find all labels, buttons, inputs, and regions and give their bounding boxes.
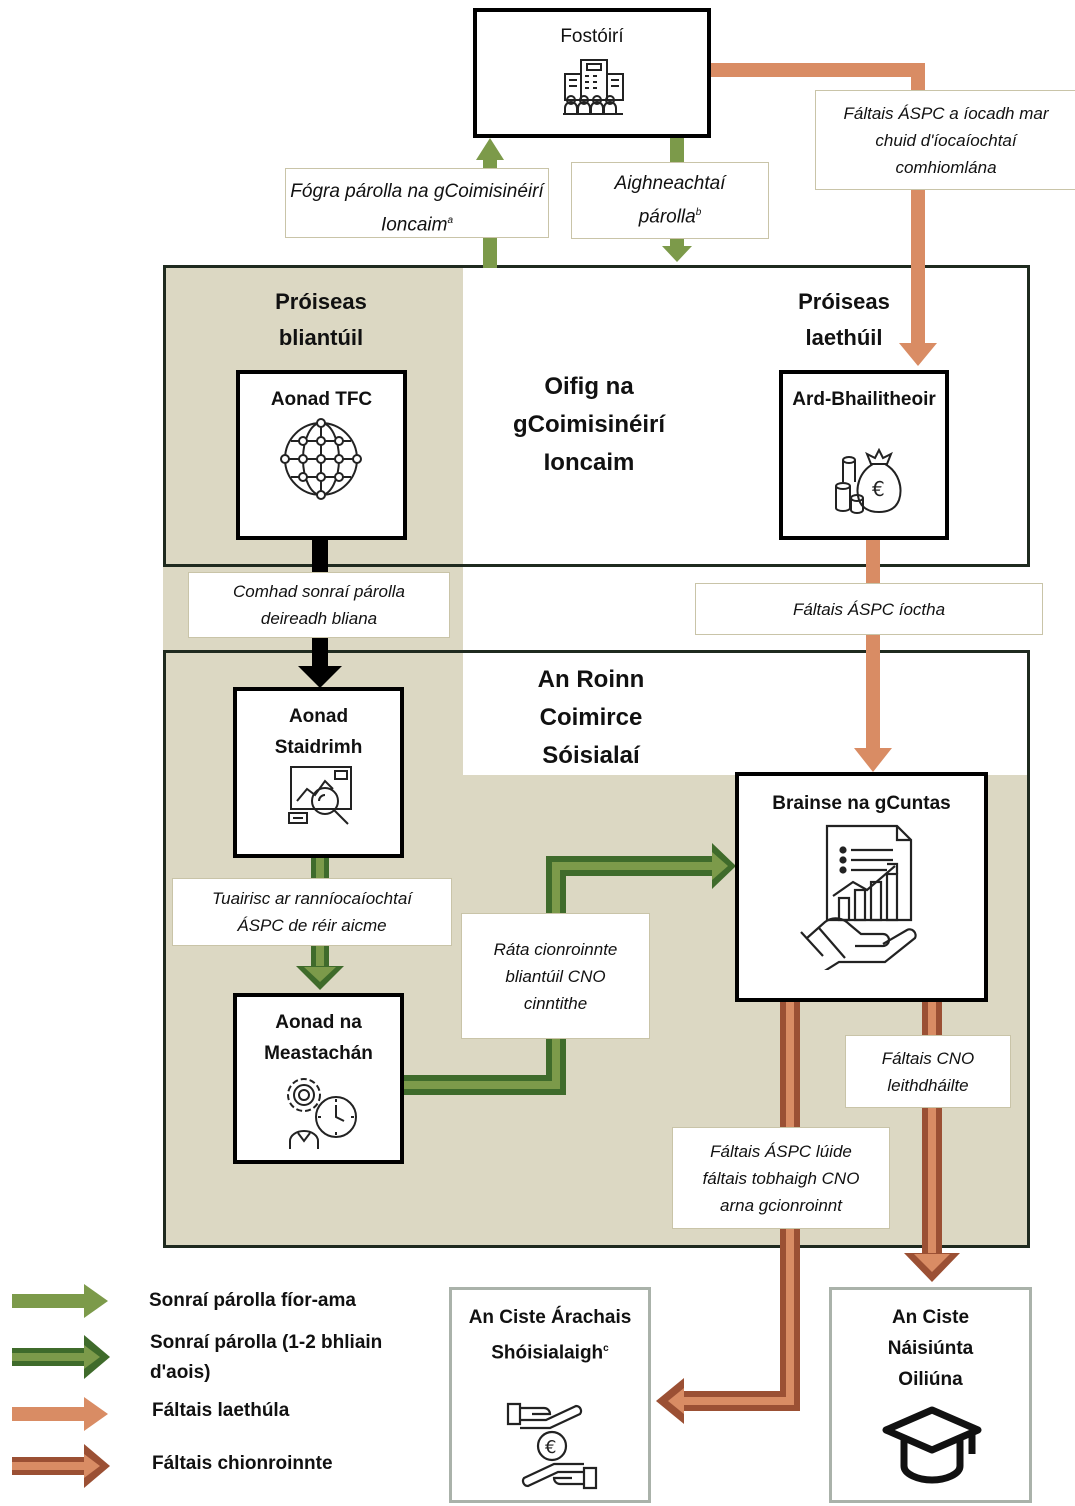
label-payroll-notification: Fógra párolla na gCoimisinéirí Ioncaima [285, 168, 549, 238]
legend-daily-label: Fáltais laethúla [152, 1400, 290, 1421]
collector-general-box: Ard-Bhailitheoir € [779, 370, 949, 540]
label-prsi-receipts-lodged: Fáltais ÁSPC íoctha [695, 583, 1043, 635]
document-chart-hand-icon [800, 824, 917, 970]
label-prsi-receipts-paid: Fáltais ÁSPC a íocadh mar chuid d'íocaío… [815, 90, 1075, 190]
legend-apportioned-label: Fáltais chionroinnte [152, 1453, 333, 1474]
estimates-unit-title: Aonad na Meastachán [264, 1012, 373, 1064]
accounts-branch-title: Brainse na gCuntas [772, 793, 951, 814]
social-insurance-fund-box: An Ciste Árachais Shóisialaighc € [449, 1287, 651, 1503]
dsp-title: An Roinn Coimirce Sóisialaí [537, 666, 645, 769]
training-fund-box: An Ciste Náisiúnta Oiliúna [829, 1287, 1032, 1503]
arrow-daily-receipts-bottom [854, 540, 892, 772]
annual-process-header: Próiseas bliantúil [275, 289, 367, 350]
network-globe-icon [280, 418, 362, 500]
label-apportion-rate: Ráta cionroinnte bliantúil CNO cinntithe [461, 913, 650, 1039]
statistics-unit-title: Aonad Staidrimh [274, 706, 363, 758]
label-prsi-less-nti: Fáltais ÁSPC lúide fáltais tobhaigh CNO … [672, 1127, 890, 1229]
employer-title: Fostóirí [560, 26, 624, 47]
svg-text:€: € [872, 477, 885, 501]
legend-realtime-label: Sonraí párolla fíor-ama [149, 1290, 356, 1311]
label-year-end-file: Comhad sonraí párolla deireadh bliana [188, 572, 450, 638]
svg-text:€: € [545, 1437, 556, 1458]
accounts-branch-box: Brainse na gCuntas [735, 772, 988, 1002]
legend-arrow-apportioned [12, 1444, 110, 1488]
ict-unit-title: Aonad TFC [270, 389, 373, 410]
legend-arrow-historic [12, 1335, 110, 1379]
legend-historic-label: Sonraí párolla (1-2 bhliain d'aois) [150, 1332, 383, 1383]
training-fund-title: An Ciste Náisiúnta Oiliúna [887, 1307, 974, 1390]
daily-process-header: Próiseas laethúil [798, 289, 890, 350]
estimates-unit-box: Aonad na Meastachán [233, 993, 404, 1164]
office-building-icon [563, 59, 624, 115]
collector-general-title: Ard-Bhailitheoir [792, 389, 936, 410]
revenue-frame [163, 265, 1030, 567]
label-nti-allocated: Fáltais CNO leithdháilte [845, 1035, 1011, 1108]
label-class-report: Tuairisc ar ranníocaíochtaí ÁSPC de réir… [172, 878, 452, 946]
legend-arrow-daily [12, 1397, 108, 1431]
hands-euro-icon: € [506, 1402, 598, 1490]
dsp-frame [163, 650, 1030, 1248]
employer-box: Fostóirí [473, 8, 711, 138]
ict-unit-box: Aonad TFC [236, 370, 407, 540]
legend-arrow-realtime [12, 1284, 108, 1318]
graduation-cap-icon [882, 1406, 982, 1484]
social-insurance-fund-title: An Ciste Árachais Shóisialaighc [468, 1307, 632, 1364]
label-payroll-submissions: Aighneachtaí párollab [571, 162, 769, 239]
money-bag-euro-icon: € [835, 448, 902, 514]
revenue-title: Oifig na gCoimisinéirí Ioncaim [512, 373, 666, 476]
gear-clock-icon [287, 1078, 357, 1149]
analysis-magnifier-icon [288, 766, 352, 825]
statistics-unit-box: Aonad Staidrimh [233, 687, 404, 858]
